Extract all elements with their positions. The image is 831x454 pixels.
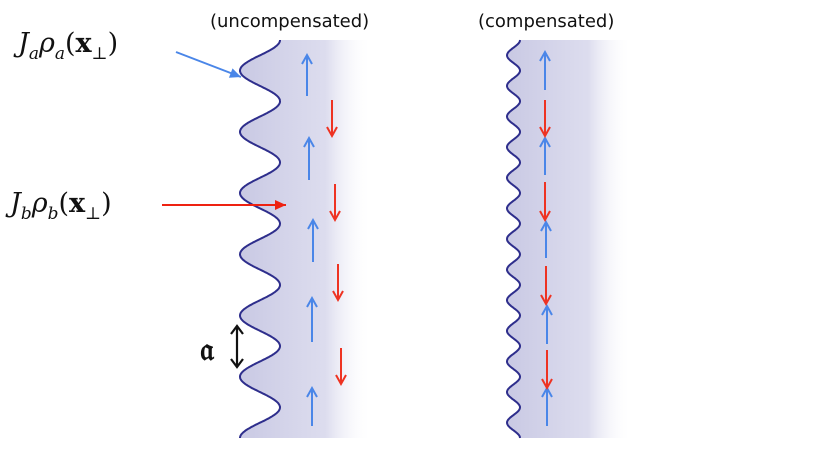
spin-down-arrow [540, 266, 552, 307]
label-ja-rho-a: Jaρa(x⊥) [13, 28, 118, 64]
x-b-symbol: x [69, 188, 86, 219]
spin-up-arrow [539, 49, 551, 90]
spin-arrows-compensated [539, 49, 553, 426]
rho-a-symbol: ρ [38, 28, 55, 59]
panel-title-compensated: (compensated) [478, 11, 614, 32]
density-wave-compensated [505, 39, 522, 439]
ja-symbol: J [13, 28, 31, 59]
lattice-constant-label: 𝔞 [200, 330, 215, 368]
pointer-b-head [275, 200, 286, 210]
jb-sub: b [21, 204, 32, 224]
svg-text:Jbρb(x⊥): Jbρb(x⊥) [5, 188, 112, 224]
spin-arrows-uncompensated [301, 52, 347, 426]
pointer-arrow-b [162, 200, 286, 210]
spin-down-arrow [326, 100, 338, 139]
spin-up-arrow [301, 52, 313, 96]
rho-b-symbol: ρ [31, 188, 48, 219]
label-jb-rho-b: Jbρb(x⊥) [5, 188, 112, 224]
perp-a-symbol: ⊥ [92, 44, 108, 64]
rho-a-sub: a [55, 44, 65, 64]
jb-symbol: J [5, 188, 23, 219]
spin-down-arrow [329, 184, 341, 223]
pointer-a-shaft [175, 51, 242, 78]
spin-down-arrow [541, 350, 553, 391]
spin-down-arrow [539, 100, 551, 139]
density-wave-uncompensated [239, 40, 281, 438]
spin-up-arrow [306, 295, 318, 342]
spin-down-arrow [539, 182, 551, 223]
pointer-arrow-a [175, 51, 242, 78]
lattice-arrow-head-bottom [230, 358, 244, 369]
slab-uncompensated [240, 40, 372, 438]
spin-up-arrow [306, 385, 318, 426]
spin-up-arrow [307, 217, 319, 262]
svg-text:Jaρa(x⊥): Jaρa(x⊥) [13, 28, 118, 64]
spin-down-arrow [332, 264, 344, 303]
rho-b-sub: b [48, 204, 59, 224]
lattice-constant-double-arrow [230, 324, 244, 369]
spin-up-arrow [303, 135, 315, 180]
ja-sub: a [29, 44, 39, 64]
perp-b-symbol: ⊥ [85, 204, 101, 224]
spin-up-arrow [541, 303, 553, 344]
lattice-arrow-head-top [230, 324, 244, 335]
x-a-symbol: x [76, 28, 93, 59]
spin-down-arrow [335, 348, 347, 387]
slab-compensated [507, 40, 632, 438]
panel-title-uncompensated: (uncompensated) [210, 11, 369, 32]
pointer-a-head [228, 68, 241, 78]
spin-up-arrow [540, 219, 552, 258]
